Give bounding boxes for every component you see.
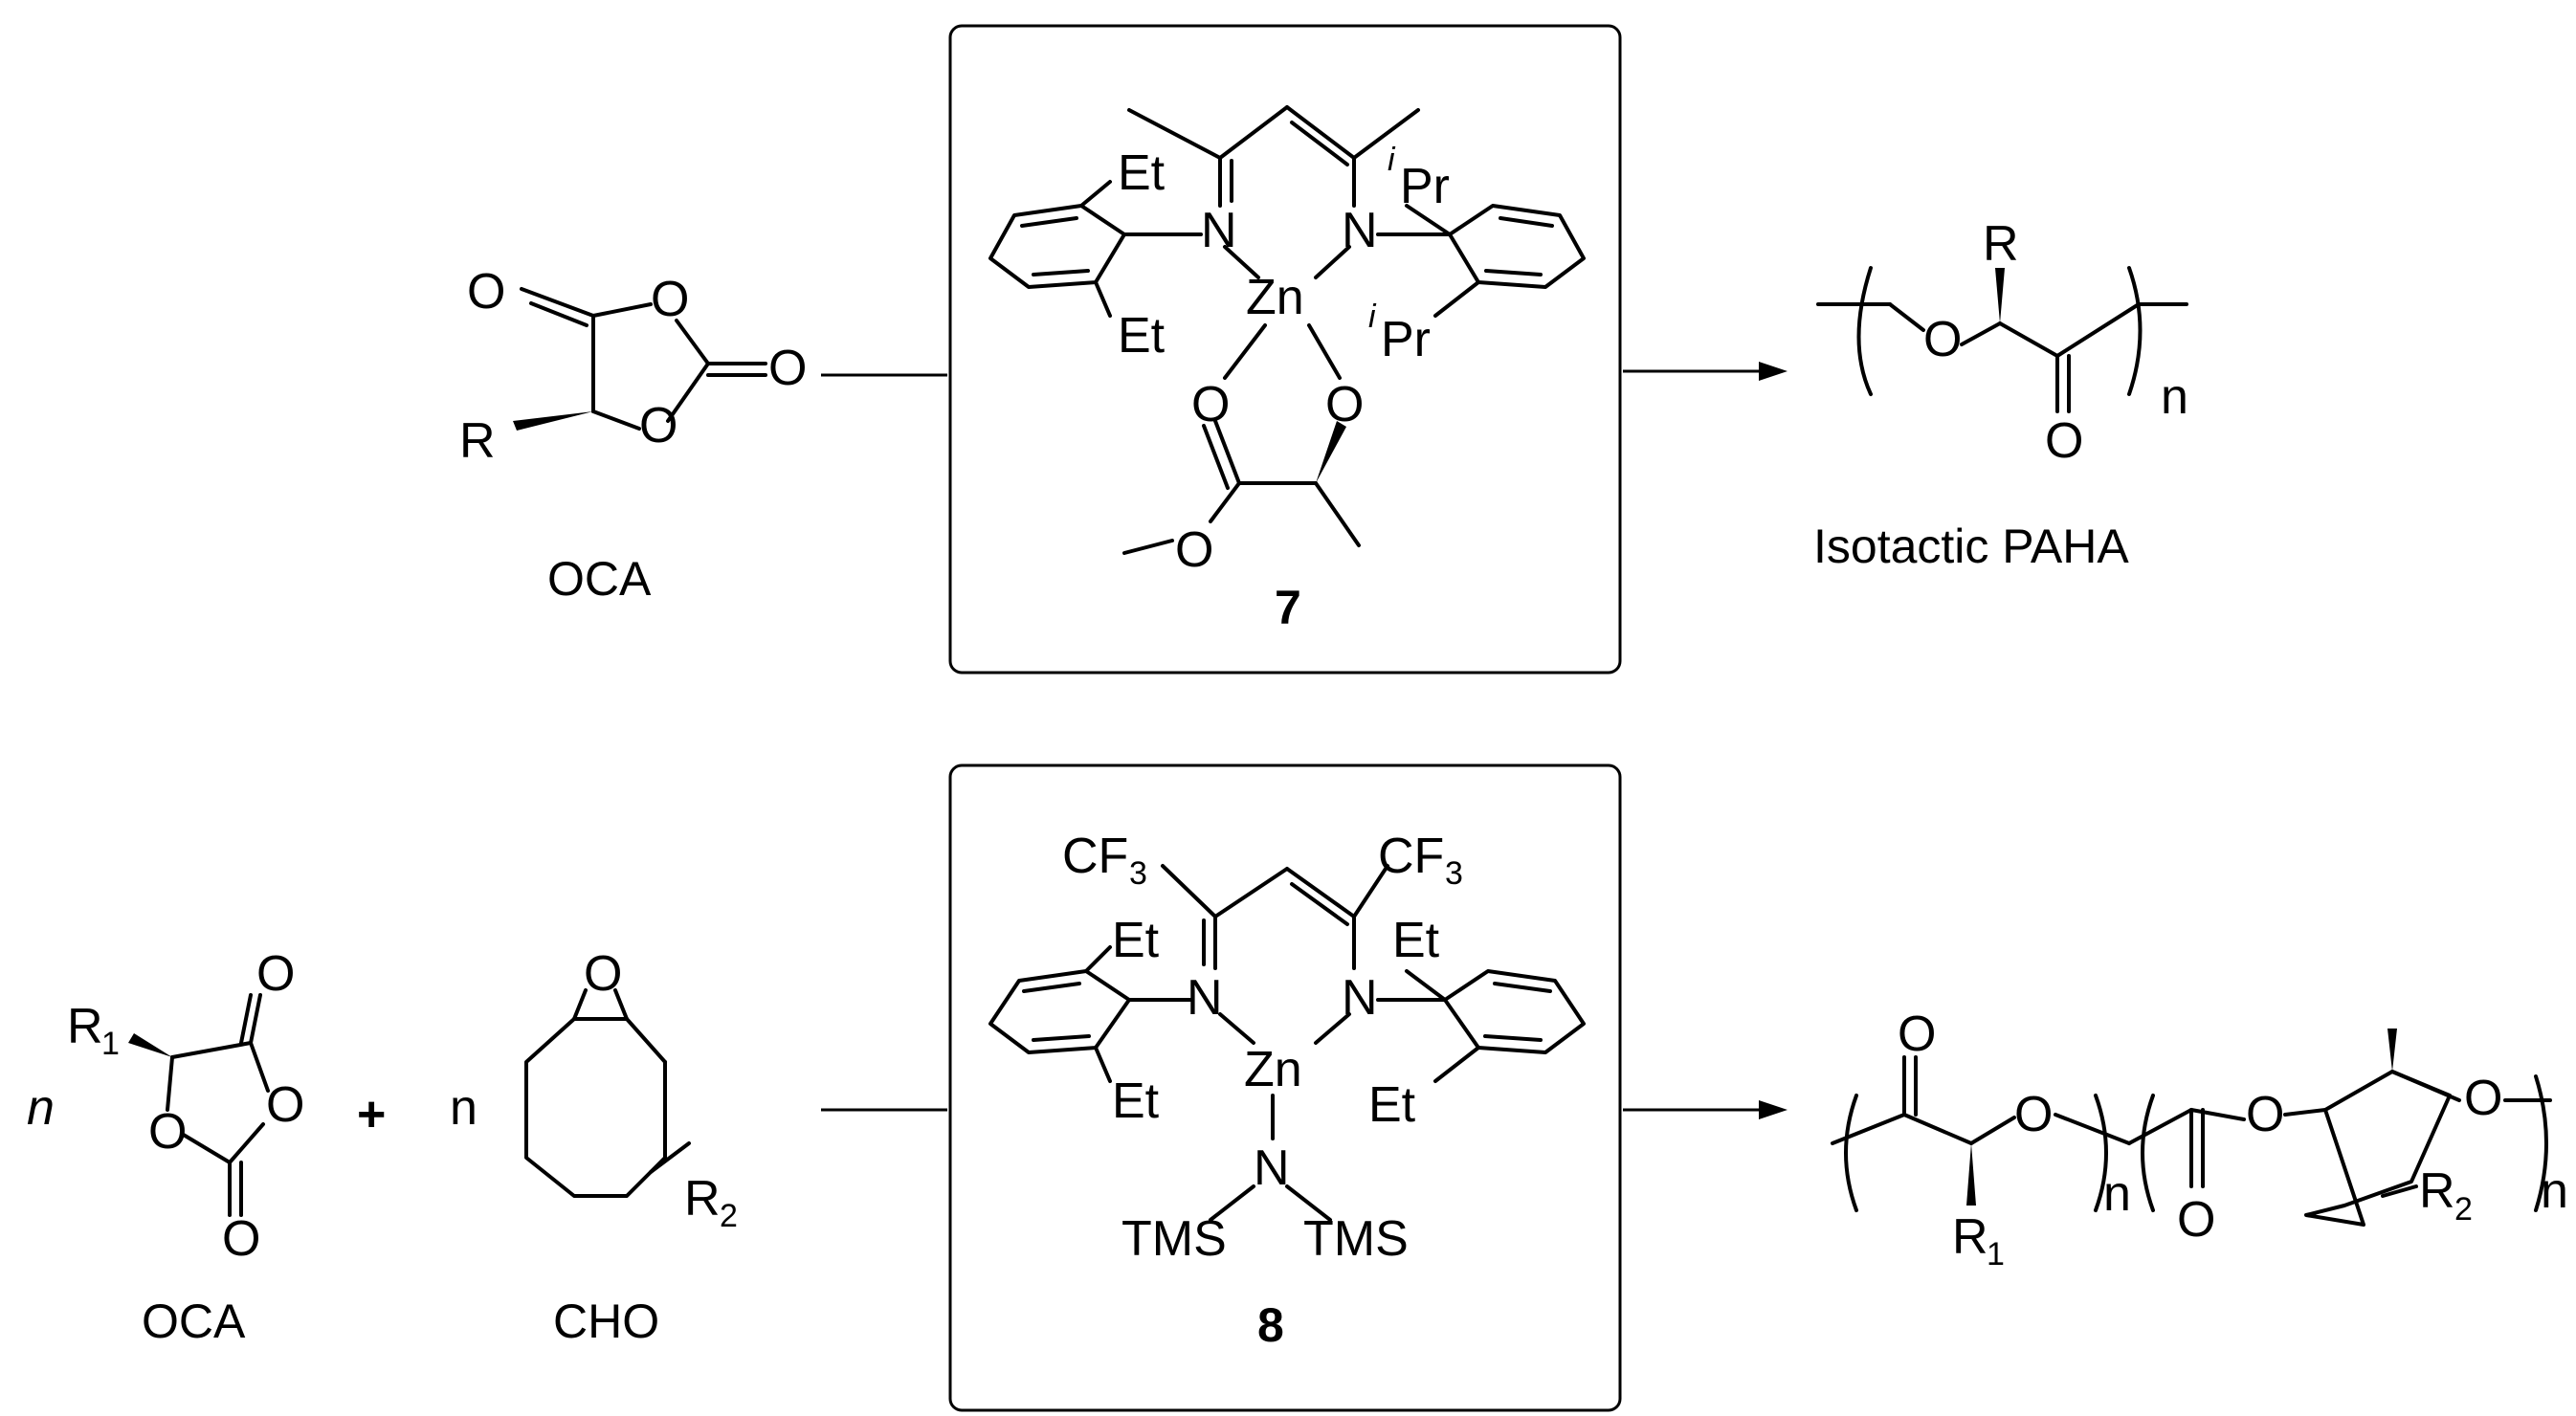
atom-o-carbonyl: O [2045, 413, 2083, 469]
atom-n-amide: N [1254, 1140, 1290, 1196]
repeat-n-2: n [2541, 1163, 2568, 1219]
atom-o-top: O [256, 946, 295, 1002]
atom-o-chain-2: O [2246, 1087, 2284, 1142]
label-et-2: Et [1392, 913, 1440, 968]
atom-o-chain-3: O [2464, 1071, 2502, 1126]
label-et-4: Et [1368, 1077, 1416, 1133]
label-et-1: Et [1112, 913, 1160, 968]
catalyst-7-box [948, 24, 1622, 675]
atom-o-ring: O [148, 1104, 187, 1160]
atom-n-right: N [1342, 970, 1378, 1026]
cho-caption: CHO [553, 1294, 659, 1348]
cho-monomer: O R 2 CHO [524, 946, 738, 1348]
atom-n-left: N [1201, 203, 1237, 258]
atom-o-chain: O [1923, 312, 1962, 367]
atom-o-carbonyl: O [467, 264, 505, 320]
atom-o-right: O [1325, 377, 1364, 432]
product-caption: Isotactic PAHA [1813, 520, 2129, 573]
coefficient-cho: n [450, 1080, 477, 1136]
substituent-r2-sub: 2 [2454, 1191, 2473, 1228]
substituent-r2-sub: 2 [720, 1198, 738, 1234]
atom-o-exo: O [768, 341, 807, 396]
label-et-bottom: Et [1118, 308, 1166, 364]
product-copolymer: O O R 1 n O O O R 2 n [1831, 1007, 2568, 1272]
label-cf3-right: CF [1378, 829, 1444, 884]
atom-o-chain-1: O [2014, 1087, 2053, 1142]
label-ipr-bottom: Pr [1381, 312, 1431, 367]
arrowhead-1 [1759, 362, 1788, 381]
atom-o-carbonyl-2: O [2177, 1192, 2215, 1248]
atom-o-ring-top: O [651, 272, 689, 327]
atom-zn: Zn [1244, 1042, 1302, 1097]
label-tms-left: TMS [1121, 1211, 1227, 1267]
label-ipr-top-sup: i [1388, 142, 1396, 178]
substituent-r1: R [67, 999, 103, 1054]
atom-o-epoxide: O [584, 946, 622, 1002]
label-cf3-left: CF [1062, 829, 1128, 884]
atom-o-left: O [1191, 377, 1230, 432]
oca-monomer-1: O O O O R OCA [459, 264, 807, 606]
atom-n-right: N [1342, 203, 1378, 258]
atom-o-bottom: O [222, 1211, 260, 1267]
label-cf3-left-sub: 3 [1129, 855, 1147, 892]
substituent-r2: R [684, 1171, 721, 1227]
catalyst-number-7: 7 [1275, 581, 1301, 634]
repeat-n-1: n [2103, 1166, 2131, 1222]
arrowhead-2 [1759, 1100, 1788, 1119]
label-ipr-top: Pr [1400, 159, 1450, 214]
substituent-r1-sub: 1 [101, 1026, 120, 1062]
substituent-r2: R [2419, 1163, 2455, 1219]
substituent-r1-sub: 1 [1987, 1236, 2005, 1272]
plus-sign: + [357, 1087, 386, 1142]
oca-caption: OCA [142, 1294, 246, 1348]
catalyst-8-box [948, 763, 1622, 1412]
catalyst-8: CF 3 CF 3 Et Et Et Et N N Zn N TMS TMS 8 [988, 829, 1586, 1352]
oca-caption: OCA [547, 552, 652, 606]
oca-monomer-2: R 1 O O O O OCA [67, 946, 304, 1348]
product-paha: O R O n Isotactic PAHA [1813, 216, 2188, 573]
stereo-wedge [513, 411, 593, 431]
label-cf3-right-sub: 3 [1445, 855, 1463, 892]
atom-n-left: N [1187, 970, 1223, 1026]
atom-o-right: O [266, 1077, 304, 1133]
catalyst-7: N N Zn Et Et i Pr i Pr O O O 7 [988, 105, 1586, 634]
coefficient-oca: n [27, 1080, 55, 1136]
substituent-r1: R [1952, 1209, 1988, 1265]
atom-zn: Zn [1246, 270, 1304, 325]
catalyst-number-8: 8 [1257, 1298, 1284, 1352]
reaction-2: n R 1 O O O O OCA + n [27, 763, 2568, 1412]
atom-o-ester: O [1175, 522, 1213, 578]
reaction-1: O O O O R OCA [459, 24, 2188, 675]
repeat-n: n [2161, 369, 2188, 425]
label-et-top: Et [1118, 145, 1166, 201]
substituent-r: R [1983, 216, 2019, 272]
substituent-r: R [459, 413, 496, 469]
atom-o-carbonyl-1: O [1898, 1007, 1936, 1062]
label-ipr-bottom-sup: i [1368, 299, 1377, 335]
label-et-3: Et [1112, 1073, 1160, 1129]
atom-o-ring-bottom: O [639, 398, 677, 454]
label-tms-right: TMS [1303, 1211, 1409, 1267]
